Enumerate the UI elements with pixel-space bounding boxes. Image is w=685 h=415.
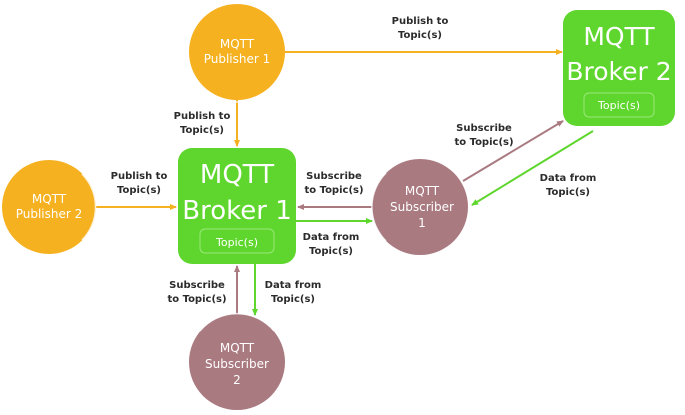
topic-box [199, 228, 275, 254]
topic-label: Topic(s) [215, 236, 258, 249]
edge-publisher2-to-broker1: Publish to Topic(s) [95, 171, 177, 210]
edge-label-line1: Data from [540, 173, 597, 184]
node-label-line2: Subscriber [390, 200, 454, 214]
node-label-line2: Publisher 2 [16, 207, 83, 221]
broker-title-line2: Broker 1 [182, 196, 291, 226]
node-broker-1[interactable]: MQTT Broker 1 Topic(s) [178, 148, 296, 264]
edge-label-line2: to Topic(s) [304, 185, 363, 196]
edge-broker1-data-subscriber1: Data from Topic(s) [294, 218, 373, 257]
edge-label-line1: Subscribe [456, 123, 512, 134]
edge-label-line2: Topic(s) [271, 294, 315, 305]
edge-label-line1: Publish to [392, 16, 449, 27]
edge-subscriber1-subscribe-broker1: Subscribe to Topic(s) [297, 171, 372, 210]
edge-subscriber2-subscribe-broker1: Subscribe to Topic(s) [167, 265, 240, 316]
edge-label-line1: Data from [265, 280, 322, 291]
subscribe-arrow [462, 120, 564, 182]
edge-label-line2: Topic(s) [180, 125, 224, 136]
edge-label-line1: Subscribe [169, 280, 225, 291]
broker-title-line1: MQTT [583, 22, 655, 51]
edge-label-line2: Topic(s) [117, 185, 161, 196]
edge-label-line2: Topic(s) [546, 187, 590, 198]
edge-label-line1: Data from [303, 232, 360, 243]
edge-label-line2: to Topic(s) [167, 294, 226, 305]
node-label-line1: MQTT [32, 192, 67, 206]
highlight-arc [199, 312, 275, 332]
edge-broker1-data-subscriber2: Data from Topic(s) [252, 264, 322, 316]
node-label-line3: 2 [233, 373, 241, 387]
broker-title-line2: Broker 2 [566, 57, 671, 86]
node-publisher-1[interactable]: MQTT Publisher 1 [189, 4, 285, 103]
node-label-line1: MQTT [405, 184, 440, 198]
data-arrow [471, 130, 594, 206]
edge-label-line1: Subscribe [306, 171, 362, 182]
node-subscriber-2[interactable]: MQTT Subscriber 2 [189, 312, 285, 410]
subscriber-circle [372, 159, 468, 255]
broker-title-line1: MQTT [200, 160, 274, 190]
subscriber-circle [189, 314, 285, 410]
node-label-line2: Subscriber [205, 357, 269, 371]
node-subscriber-1[interactable]: MQTT Subscriber 1 [371, 159, 468, 255]
edge-publisher1-to-broker2: Publish to Topic(s) [285, 16, 563, 55]
publisher-circle [2, 160, 96, 254]
node-label-line1: MQTT [220, 341, 255, 355]
broker-box [563, 10, 675, 126]
publisher-circle [189, 4, 285, 100]
node-publisher-2[interactable]: MQTT Publisher 2 [2, 160, 97, 254]
edge-label-line2: Topic(s) [398, 30, 442, 41]
topic-label: Topic(s) [597, 99, 640, 112]
edge-label-line2: Topic(s) [309, 246, 353, 257]
edge-subscriber1-subscribe-broker2: Subscribe to Topic(s) [454, 120, 564, 182]
node-label-line2: Publisher 1 [204, 52, 271, 66]
edge-publisher1-to-broker1: Publish to Topic(s) [174, 100, 240, 147]
highlight-arc [197, 81, 277, 103]
edge-label-line1: Publish to [174, 111, 231, 122]
node-broker-2[interactable]: MQTT Broker 2 Topic(s) [563, 10, 675, 126]
node-label-line1: MQTT [220, 37, 255, 51]
highlight-arc [81, 173, 97, 241]
edge-label-line1: Publish to [111, 171, 168, 182]
edge-label-line2: to Topic(s) [454, 137, 513, 148]
broker-box [178, 148, 296, 264]
topic-box [583, 92, 655, 118]
node-label-line3: 1 [418, 216, 426, 230]
edge-broker2-data-subscriber1: Data from Topic(s) [471, 130, 597, 206]
highlight-arc [371, 172, 387, 242]
